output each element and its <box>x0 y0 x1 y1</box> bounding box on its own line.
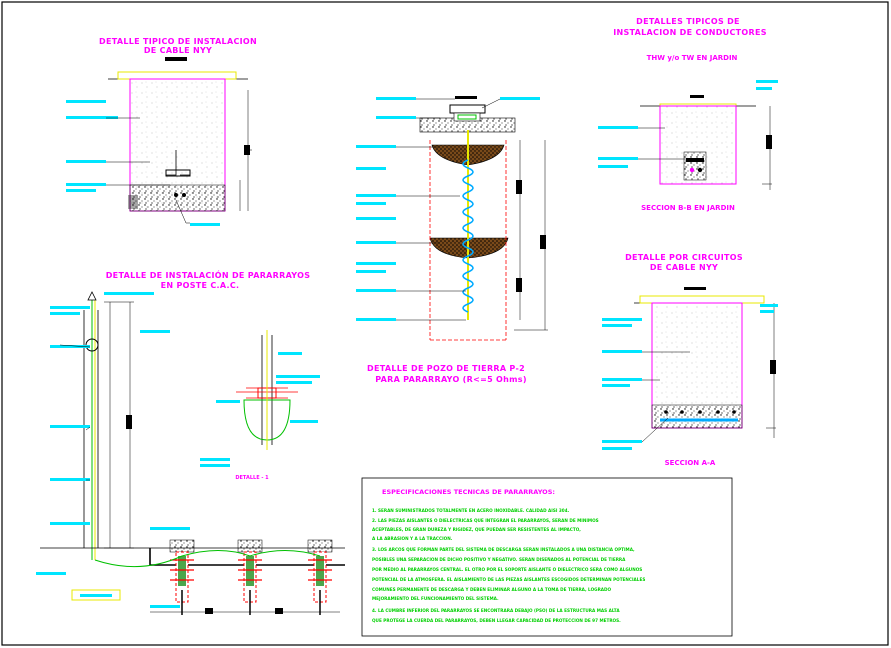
conductores-section: SECCION B-B EN JARDIN <box>641 204 735 212</box>
spec-line: 1. SERAN SUMINISTRADOS TOTALMENTE EN ACE… <box>372 508 570 513</box>
detail-cable-nyy: DETALLE TIPICO DE INSTALACION DE CABLE N… <box>66 37 257 226</box>
spec-line: 4. LA CUMBRE INFERIOR DEL PARARRAYOS SE … <box>372 608 620 613</box>
spec-line: 2. LAS PIEZAS AISLANTES O DIELECTRICAS Q… <box>372 518 599 523</box>
cable-nyy-title-1: DETALLE TIPICO DE INSTALACION <box>99 37 257 46</box>
detail-circuitos: DETALLE POR CIRCUITOS DE CABLE NYY SECCI… <box>602 253 778 467</box>
pararrayos-title-1: DETALLE DE INSTALACIÓN DE PARARRAYOS <box>106 269 311 280</box>
spec-line: POSIBLES UNA SEPARACION DE DICHO POSITIV… <box>372 557 626 562</box>
gravel-bed <box>129 184 226 212</box>
detail-pararrayos: DETALLE DE INSTALACIÓN DE PARARRAYOS EN … <box>36 269 345 615</box>
conductores-title-1: DETALLES TIPICOS DE <box>636 17 740 26</box>
spec-line: POR MEDIO AL PARARRAYOS CENTRAL. EL OTRO… <box>372 567 642 572</box>
cable-nyy-title-2: DE CABLE NYY <box>144 46 212 55</box>
spec-line: COMUNES PERMANENTE DE DESCARGA Y DEBEN E… <box>372 587 612 592</box>
conductores-subtitle: THW y/o TW EN JARDIN <box>647 54 738 62</box>
detail-1-label: DETALLE - 1 <box>235 475 269 481</box>
spec-line: POTENCIAL DE LA ATMOSFERA. EL AISLAMIENT… <box>372 577 645 582</box>
ground-electrode-coil <box>462 130 474 320</box>
pararrayos-title-2: EN POSTE C.A.C. <box>161 281 240 290</box>
spec-line: QUE PROTEGE LA CUERDA DEL PARARRAYOS, DE… <box>372 618 621 623</box>
circuitos-section: SECCION A-A <box>665 459 716 467</box>
spec-line: MEJORAMIENTO DEL FUNCIONAMIENTO DEL SIST… <box>372 596 499 601</box>
spec-line: A LA ABRASION Y A LA TRACCION. <box>372 536 453 541</box>
circuitos-title-2: DE CABLE NYY <box>650 263 718 272</box>
specs-title: ESPECIFICACIONES TECNICAS DE PARARRAYOS: <box>382 488 555 496</box>
conductores-title-2: INSTALACION DE CONDUCTORES <box>613 28 767 37</box>
pozo-title-2: PARA PARARRAYO (R<=5 Ohms) <box>375 375 527 384</box>
detail-pozo-tierra: DETALLE DE POZO DE TIERRA P-2 PARA PARAR… <box>356 96 548 384</box>
specifications-box: ESPECIFICACIONES TECNICAS DE PARARRAYOS:… <box>361 477 733 637</box>
spec-line: 3. LOS ARCOS QUE FORMAN PARTE DEL SISTEM… <box>372 547 635 552</box>
pozo-title-1: DETALLE DE POZO DE TIERRA P-2 <box>367 364 525 373</box>
detail-1-insulator: DETALLE - 1 <box>200 330 320 481</box>
spec-line: ACEPTABLES, DE GRAN DUREZA Y RIGIDEZ, QU… <box>372 527 581 532</box>
detail-conductores: DETALLES TIPICOS DE INSTALACION DE CONDU… <box>598 17 778 212</box>
circuitos-title-1: DETALLE POR CIRCUITOS <box>625 253 743 262</box>
